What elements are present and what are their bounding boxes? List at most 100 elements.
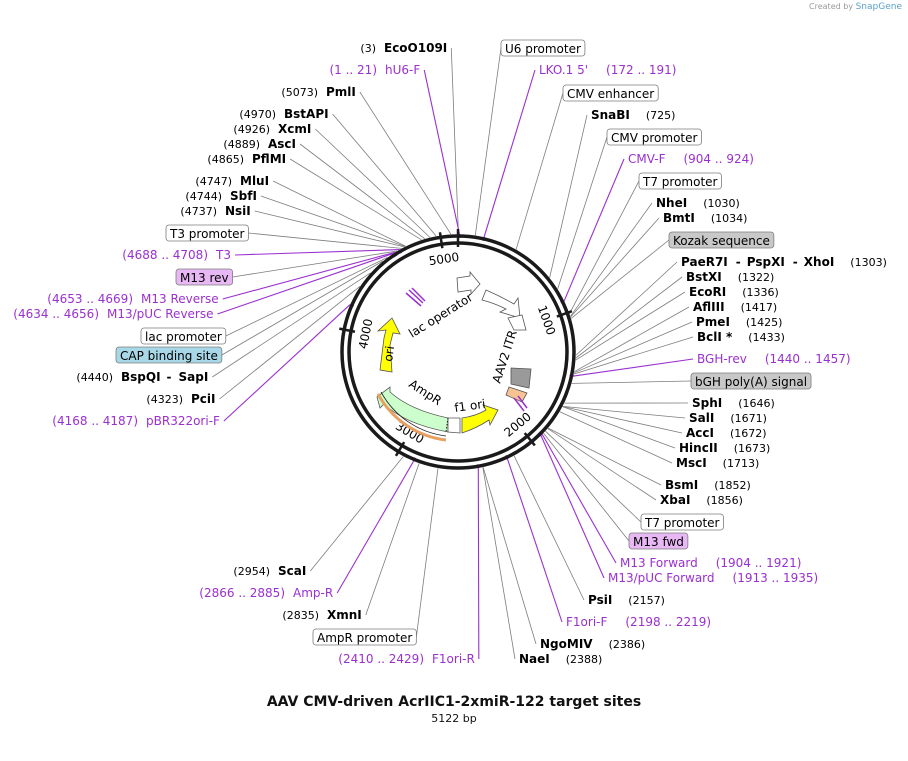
leader-line <box>365 463 420 616</box>
enzyme-name: NheI <box>656 196 687 210</box>
feature-label: CMV promoter <box>611 131 698 145</box>
enzyme-name: PflMI <box>252 152 286 166</box>
leader-line <box>570 217 660 318</box>
feature-label: M13 fwd <box>633 535 684 549</box>
ampr-promoter-arrow <box>447 417 461 434</box>
tick-mark-2000 <box>523 432 536 447</box>
tick-mark-3000 <box>394 441 406 457</box>
tick-mark-5000 <box>438 232 444 249</box>
site-position: (4323) <box>146 393 183 406</box>
enzyme-name-3: XhoI <box>804 255 835 269</box>
site-feat-lac-promoter: lac promoter <box>140 327 227 345</box>
primer-name: M13 Forward <box>620 556 698 570</box>
primer-position: (4168 .. 4187) <box>52 414 138 428</box>
site-pri-m13-reverse: (4653 .. 4669)M13 Reverse <box>47 292 218 306</box>
leader-line <box>575 276 683 359</box>
site-position: (4737) <box>180 205 217 218</box>
cmv-enhancer-arrow <box>481 289 521 319</box>
leader-line <box>563 158 625 301</box>
leader-line <box>217 253 394 315</box>
feature-label: U6 promoter <box>505 42 581 56</box>
snapgene-logo: SnapGene <box>855 2 902 12</box>
site-enz-paer7i: PaeR7I-PspXI-XhoI(1303) <box>681 255 887 269</box>
site-pri-lko-1-5-: LKO.1 5'(172 .. 191) <box>539 63 676 77</box>
plasmid-name: AAV CMV-driven AcrIIC1-2xmiR-122 target … <box>266 694 642 710</box>
site-feat-t3-promoter: T3 promoter <box>165 224 249 242</box>
leader-line <box>547 427 662 486</box>
site-enz-pflmi: (4865)PflMI <box>207 152 286 166</box>
primer-name: CMV-F <box>628 152 666 166</box>
feature-box <box>500 39 586 57</box>
snapgene-credit: Created by SnapGene <box>809 2 902 12</box>
leader-line <box>477 468 480 660</box>
site-enz-naei: NaeI(2388) <box>519 652 602 666</box>
site-position: (2835) <box>282 609 319 622</box>
enzyme-name: BstXI <box>686 270 722 284</box>
plasmid-length: 5122 bp <box>431 712 477 725</box>
site-position: (1856) <box>706 494 743 507</box>
site-pri-hu6-f: (1 .. 21)hU6-F <box>329 63 420 77</box>
leader-line <box>219 285 361 400</box>
feature-box <box>606 128 702 146</box>
feature-box <box>562 84 659 102</box>
enzyme-name: NsiI <box>225 204 251 218</box>
enzyme-name: SalI <box>689 411 714 425</box>
leader-line <box>541 434 617 564</box>
f1-dotted-line <box>445 417 449 433</box>
leader-line <box>289 158 422 241</box>
feature-label: bGH poly(A) signal <box>695 375 807 389</box>
leader-line <box>562 406 683 434</box>
site-position: (1673) <box>734 442 771 455</box>
leader-line <box>315 128 431 238</box>
ampr-orange-arc-inner <box>380 391 447 437</box>
tick-label-4000: 4000 <box>356 318 376 351</box>
site-position: (1034) <box>711 212 748 225</box>
feature-box <box>115 346 223 364</box>
leader-line <box>332 113 437 237</box>
feature-box <box>140 327 227 345</box>
enzyme-name: EcoRI <box>689 285 726 299</box>
feature-arrows <box>376 270 532 442</box>
site-feat-cmv-promoter: CMV promoter <box>606 128 702 146</box>
feature-box <box>638 172 722 190</box>
enzyme-name: XmnI <box>327 608 362 622</box>
site-pri-m13-puc-forward: M13/pUC Forward(1913 .. 1935) <box>608 571 818 585</box>
site-feat-kozak-sequence: Kozak sequence <box>668 231 775 249</box>
primer-name: M13/pUC Reverse <box>107 307 214 321</box>
leader-line <box>482 467 516 660</box>
site-enz-sbfi: (4744) SbfI <box>185 189 257 203</box>
site-pri-amp-r: (2866 .. 2885)Amp-R <box>199 586 333 600</box>
feature-label: CMV enhancer <box>567 87 654 101</box>
leader-line <box>573 321 693 374</box>
enzyme-name: SbfI <box>230 189 257 203</box>
site-feat-t7-promoter: T7 promoter <box>640 513 724 531</box>
aav2-itr-block-gray <box>510 367 532 389</box>
enzyme-separator-2: - <box>793 255 798 269</box>
site-position: (4744) <box>185 190 222 203</box>
site-enz-xbai: XbaI (1856) <box>660 493 743 507</box>
site-feat-bgh-poly-a-signal: bGH poly(A) signal <box>690 372 812 390</box>
site-position: (1322) <box>738 271 775 284</box>
leader-line <box>570 239 670 319</box>
ori-label: ori <box>381 345 397 362</box>
site-feat-t7-promoter: T7 promoter <box>638 172 722 190</box>
tick-mark-1000 <box>556 310 573 318</box>
site-feat-ampr-promoter: AmpR promoter <box>312 628 417 646</box>
site-enz-pmli: (5073)PmlI <box>281 85 355 99</box>
feature-box <box>165 224 249 242</box>
leader-line <box>547 428 657 501</box>
site-position: (2157) <box>628 594 665 607</box>
site-feat-cmv-enhancer: CMV enhancer <box>562 84 659 102</box>
enzyme-name: BclI * <box>697 330 733 344</box>
leader-line <box>573 336 694 375</box>
site-position: (1671) <box>730 412 767 425</box>
site-enz-bstapi: (4970)BstAPI <box>239 107 328 121</box>
leader-line <box>562 405 686 419</box>
feature-box <box>640 513 724 531</box>
enzyme-name: XbaI <box>660 493 690 507</box>
leader-line <box>482 467 537 645</box>
leader-line <box>549 114 588 278</box>
enzyme-name: PsiI <box>588 593 612 607</box>
tick-label-1000: 1000 <box>535 304 558 337</box>
